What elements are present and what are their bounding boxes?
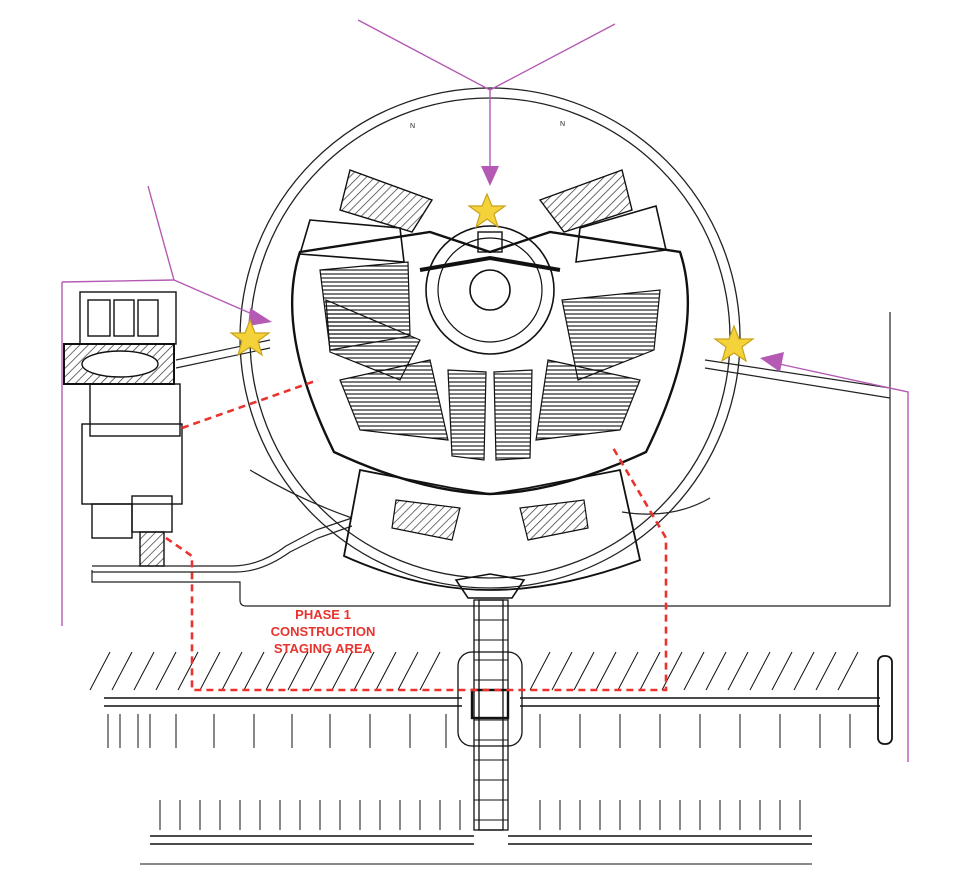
stage	[425, 225, 555, 355]
seating-sections	[319, 261, 661, 461]
site-boundary	[91, 312, 891, 607]
south-lobby	[342, 468, 642, 591]
star-icon	[229, 318, 271, 357]
parking-lot	[89, 651, 893, 865]
hall-outline	[291, 230, 689, 496]
east-wing	[538, 169, 633, 233]
annex-building	[63, 291, 183, 567]
arrow-north-icon	[481, 166, 499, 186]
callout-arrowheads	[248, 166, 784, 372]
arrow-west-icon	[248, 308, 272, 326]
staging-label-line3: STAGING AREA	[273, 641, 373, 656]
staging-label-line1: PHASE 1	[295, 607, 351, 622]
svg-text:N: N	[560, 121, 565, 128]
walkway	[457, 599, 523, 831]
entrance-markers	[229, 192, 755, 363]
west-wing	[339, 169, 434, 233]
staging-label-line2: CONSTRUCTION	[270, 624, 376, 639]
star-icon	[713, 324, 755, 363]
staging-area-label: PHASE 1 CONSTRUCTION STAGING AREA	[248, 606, 398, 657]
svg-text:N: N	[410, 123, 415, 130]
star-icon	[467, 192, 507, 229]
arrow-east-icon	[760, 352, 784, 372]
staging-area-boundary	[165, 378, 668, 692]
auditorium-building	[291, 169, 689, 599]
callout-lines	[61, 19, 909, 762]
